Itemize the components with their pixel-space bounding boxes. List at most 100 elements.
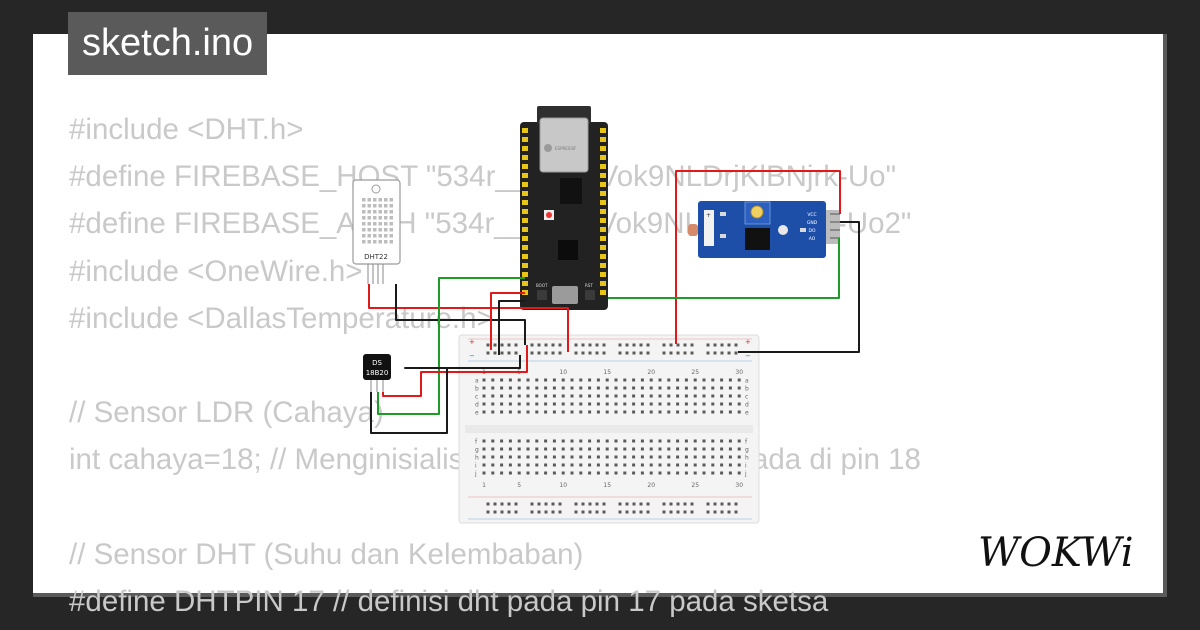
breadboard-rail-hole	[500, 502, 504, 506]
breadboard-hole	[640, 447, 644, 451]
breadboard-hole	[711, 378, 715, 382]
breadboard-hole	[667, 386, 671, 390]
breadboard-hole	[588, 386, 592, 390]
breadboard-hole	[693, 386, 697, 390]
esp32-pin	[600, 191, 606, 196]
breadboard-rail-hole	[683, 510, 687, 514]
dht22-grill-hole	[373, 228, 377, 232]
breadboard-hole	[640, 463, 644, 467]
breadboard-rail-hole	[706, 510, 710, 514]
dht22-grill-hole	[362, 210, 366, 214]
breadboard-hole	[649, 378, 653, 382]
breadboard-hole	[596, 386, 600, 390]
breadboard-rail-hole	[683, 351, 687, 355]
breadboard-hole	[508, 463, 512, 467]
ds18b20-sensor: DS 18B20	[363, 354, 391, 392]
breadboard-hole	[588, 439, 592, 443]
breadboard-hole	[552, 386, 556, 390]
breadboard-hole	[640, 410, 644, 414]
svg-text:−: −	[469, 352, 475, 360]
breadboard-hole	[658, 439, 662, 443]
breadboard-hole	[623, 410, 627, 414]
breadboard-hole	[482, 378, 486, 382]
esp32-pin	[522, 272, 528, 277]
dht22-grill-hole	[384, 204, 388, 208]
breadboard-hole	[508, 455, 512, 459]
breadboard-hole	[693, 439, 697, 443]
breadboard-hole	[676, 447, 680, 451]
breadboard-hole	[640, 378, 644, 382]
breadboard-hole	[720, 378, 724, 382]
breadboard-hole	[596, 447, 600, 451]
esp32-pin	[522, 155, 528, 160]
breadboard-hole	[667, 455, 671, 459]
breadboard-hole	[579, 386, 583, 390]
wire-red-ds	[382, 345, 528, 397]
breadboard-hole	[711, 471, 715, 475]
breadboard-hole	[676, 386, 680, 390]
breadboard-hole	[649, 439, 653, 443]
breadboard-hole	[720, 455, 724, 459]
breadboard-hole	[667, 394, 671, 398]
breadboard-hole	[684, 455, 688, 459]
dht22-grill-hole	[378, 222, 382, 226]
breadboard-hole	[711, 386, 715, 390]
breadboard-hole	[632, 410, 636, 414]
breadboard-hole	[632, 394, 636, 398]
breadboard-hole	[711, 447, 715, 451]
breadboard-hole	[614, 439, 618, 443]
breadboard-rail-hole	[537, 343, 541, 347]
breadboard-hole	[640, 455, 644, 459]
breadboard-row-label: f	[745, 439, 748, 446]
breadboard-hole	[711, 455, 715, 459]
breadboard-rail-hole	[544, 510, 548, 514]
breadboard-hole	[702, 394, 706, 398]
breadboard-rail-hole	[683, 502, 687, 506]
breadboard-hole	[728, 439, 732, 443]
breadboard-hole	[711, 439, 715, 443]
breadboard-row-label: d	[745, 402, 749, 409]
esp32-pin	[600, 146, 606, 151]
breadboard-hole	[517, 455, 521, 459]
breadboard-hole	[623, 439, 627, 443]
breadboard-rail-hole	[713, 351, 717, 355]
breadboard-hole	[614, 394, 618, 398]
breadboard-row-label: g	[475, 447, 479, 454]
breadboard-hole	[720, 439, 724, 443]
esp32-pin	[522, 182, 528, 187]
ds18b20-label-top: DS	[372, 359, 382, 367]
breadboard-rail-hole	[618, 343, 622, 347]
breadboard-hole	[491, 378, 495, 382]
breadboard-rail-hole	[676, 351, 680, 355]
esp32-pin	[522, 146, 528, 151]
breadboard-rail-hole	[646, 351, 650, 355]
breadboard-hole	[535, 447, 539, 451]
breadboard-rail-hole	[514, 502, 518, 506]
dht22-grill-hole	[373, 222, 377, 226]
breadboard-hole	[623, 394, 627, 398]
dht22-grill-hole	[389, 216, 393, 220]
breadboard-hole	[570, 463, 574, 467]
breadboard-hole	[614, 463, 618, 467]
esp32-pin	[522, 128, 528, 133]
breadboard-hole	[588, 463, 592, 467]
breadboard-hole	[579, 463, 583, 467]
breadboard-hole	[552, 471, 556, 475]
breadboard-hole	[561, 447, 565, 451]
breadboard-hole	[693, 455, 697, 459]
breadboard-hole	[667, 471, 671, 475]
esp32-pin	[600, 245, 606, 250]
dht22-grill-hole	[378, 240, 382, 244]
breadboard-hole	[658, 378, 662, 382]
breadboard-hole	[623, 471, 627, 475]
breadboard-rail-hole	[486, 502, 490, 506]
breadboard-hole	[684, 378, 688, 382]
breadboard-rail-hole	[602, 343, 606, 347]
breadboard-hole	[535, 463, 539, 467]
breadboard-hole	[491, 447, 495, 451]
breadboard-hole	[596, 455, 600, 459]
breadboard-hole	[605, 447, 609, 451]
ldr-module-pin-label: AO	[809, 236, 816, 242]
